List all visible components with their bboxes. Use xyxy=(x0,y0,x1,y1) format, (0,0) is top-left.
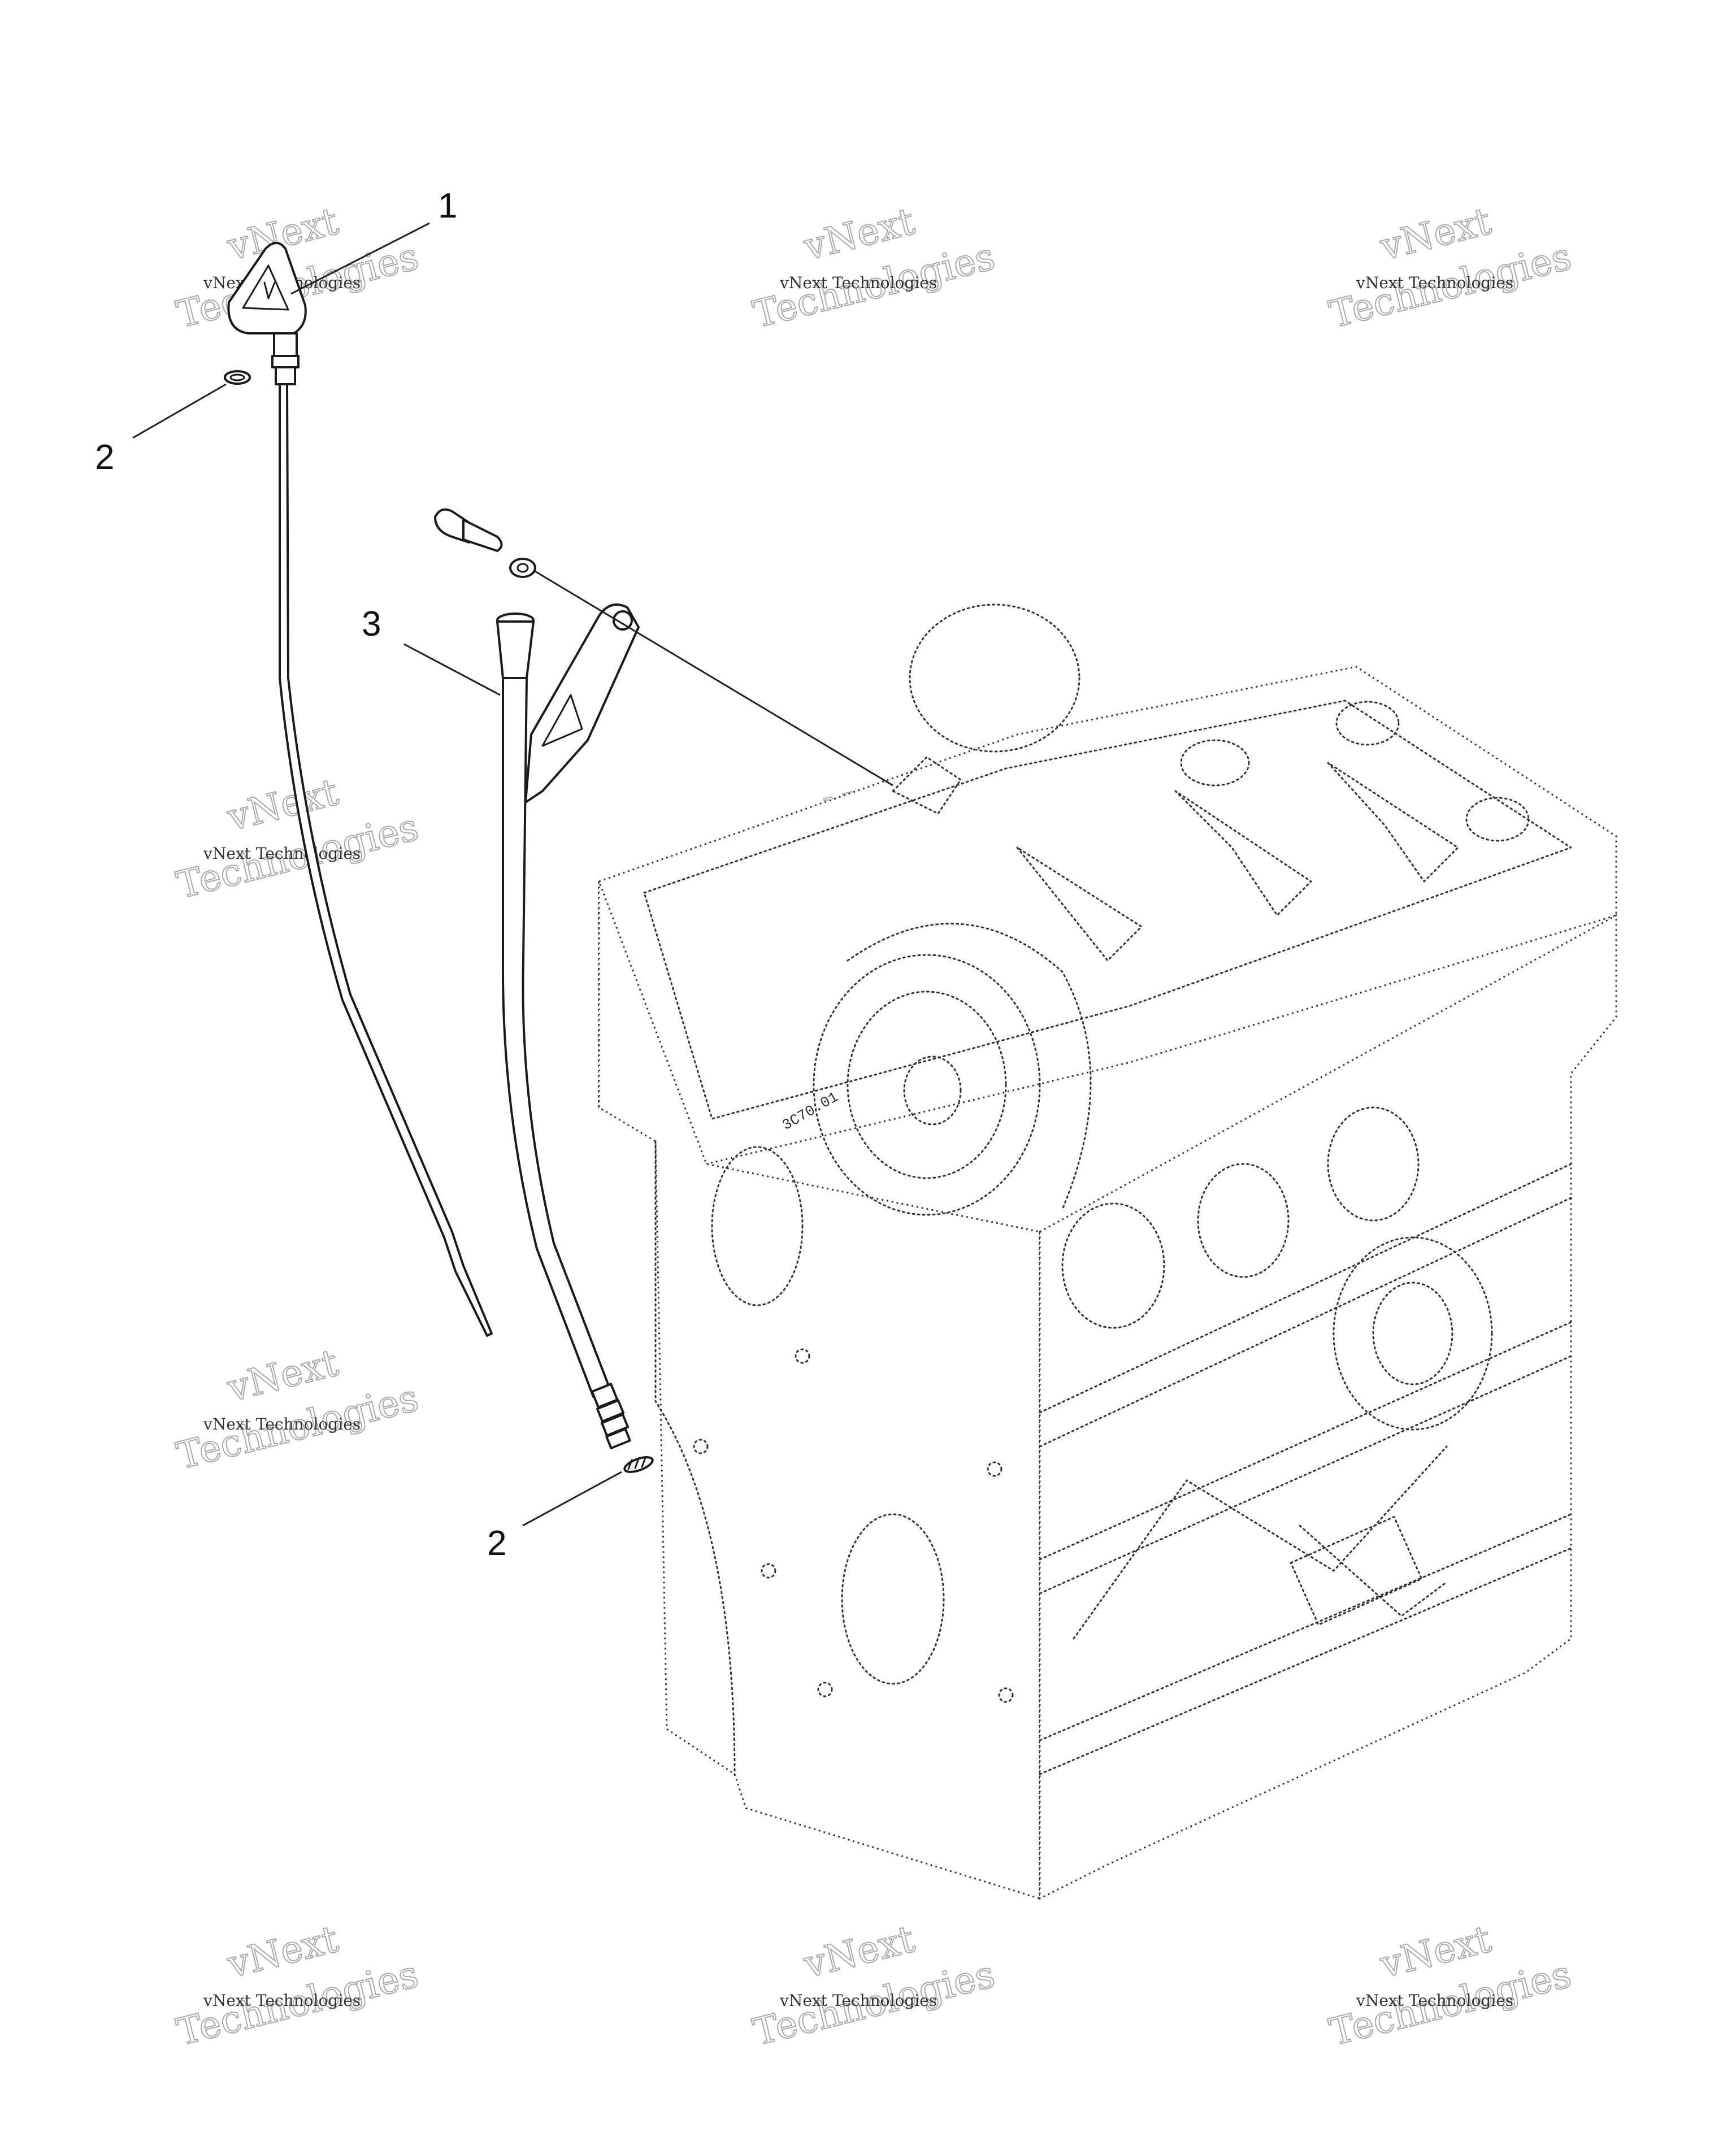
engine-rail xyxy=(1039,1513,1572,1741)
callout-2-top-label: 2 xyxy=(95,438,114,477)
engine-top-port xyxy=(1465,797,1530,842)
engine-mount-tab xyxy=(892,756,962,815)
engine-front-edge xyxy=(654,1140,736,1775)
part-2-o-ring-bottom[interactable] xyxy=(623,1454,654,1475)
dipstick-tube-end xyxy=(596,1399,625,1423)
engine-bolt-hole xyxy=(795,1348,810,1364)
engine-rail xyxy=(1039,1355,1572,1595)
callout-2-bottom: 2 xyxy=(487,1471,622,1563)
engine-front-bore xyxy=(711,1146,804,1306)
engine-top-boss xyxy=(909,603,1080,753)
engine-bolt-hole xyxy=(693,1439,709,1454)
engine-belt-guard xyxy=(847,923,1092,1210)
engine-side-bore xyxy=(1061,1202,1165,1329)
engine-bolt-hole xyxy=(761,1563,776,1579)
engine-front-pulley-hub xyxy=(903,1055,962,1126)
engine-side-bore xyxy=(1327,1106,1420,1222)
watermark-label: vNext Technologies xyxy=(779,273,937,292)
engine-rail xyxy=(1039,1197,1572,1448)
engine-top-rib xyxy=(1016,846,1143,962)
engine-front-pulley xyxy=(813,954,1041,1216)
watermark: vNext Technologies vNext Technologies xyxy=(1325,199,1576,337)
callout-1: 1 xyxy=(290,186,457,295)
engine-top-rim xyxy=(643,700,1572,1120)
dipstick-rod xyxy=(279,383,493,1337)
part-2-o-ring-top[interactable] xyxy=(224,370,251,385)
engine-bolt-hole xyxy=(987,1461,1002,1477)
callout-1-label: 1 xyxy=(438,186,457,225)
dipstick-collar xyxy=(271,355,300,368)
callout-2-bottom-leader xyxy=(522,1471,622,1527)
callout-2-top-leader xyxy=(132,383,227,439)
engine-strut xyxy=(1073,1445,1448,1640)
engine-front-bore xyxy=(841,1513,945,1685)
dipstick-handle-inner xyxy=(242,264,289,311)
callout-3-label: 3 xyxy=(362,605,381,644)
engine-side-window xyxy=(1290,1516,1423,1626)
engine-front-face xyxy=(598,881,1041,1900)
watermark: vNext Technologies vNext Technologies xyxy=(748,1917,999,2055)
dipstick-tube-body xyxy=(501,677,611,1398)
washer[interactable] xyxy=(509,558,536,578)
o-ring-inner xyxy=(229,373,245,381)
engine-top-rib xyxy=(1327,762,1459,883)
watermark-label: vNext Technologies xyxy=(1356,1991,1513,2010)
dipstick-tube-neck xyxy=(496,620,535,679)
dipstick-tube-bracket-edge xyxy=(541,694,583,747)
engine-side-bore-large-inner xyxy=(1372,1281,1453,1385)
o-ring[interactable] xyxy=(623,1454,654,1475)
part-3-dipstick-tube[interactable] xyxy=(496,603,640,1449)
watermark: vNext Technologies vNext Technologies xyxy=(1325,1917,1576,2055)
dipstick-handle[interactable] xyxy=(227,242,307,335)
callout-3-leader xyxy=(403,643,501,696)
watermark-label: vNext Technologies xyxy=(203,844,361,863)
bolt-shank xyxy=(462,519,503,552)
engine-rail xyxy=(1039,1163,1572,1414)
dipstick-tube-end xyxy=(605,1428,631,1449)
watermark-label: vNext Technologies xyxy=(1356,273,1513,292)
dipstick-collar xyxy=(273,332,298,357)
engine-rail xyxy=(1039,1547,1572,1775)
callout-1-leader xyxy=(290,222,430,295)
bracket-washer[interactable] xyxy=(509,558,536,578)
engine-side-bore xyxy=(1197,1163,1290,1278)
engine-top-rib xyxy=(1174,790,1312,916)
engine-top-port xyxy=(1180,739,1250,787)
washer-hole xyxy=(517,563,529,573)
part-1-dipstick[interactable] xyxy=(227,242,493,1337)
watermark-label: vNext Technologies xyxy=(203,1415,361,1433)
engine-bolt-hole xyxy=(817,1682,833,1697)
engine-side-face xyxy=(1039,914,1617,1900)
engine-block: 3C70.01 xyxy=(598,603,1617,1900)
o-ring[interactable] xyxy=(224,370,251,385)
callout-3: 3 xyxy=(362,605,501,696)
watermark: vNext Technologies vNext Technologies xyxy=(172,1340,423,1479)
dipstick-tube-bracket xyxy=(524,603,640,803)
bracket-bolt[interactable] xyxy=(434,508,503,552)
engine-bolt-hole xyxy=(998,1687,1014,1703)
watermark: vNext Technologies vNext Technologies xyxy=(748,199,999,337)
watermark: vNext Technologies vNext Technologies xyxy=(172,1917,423,2055)
watermark-label: vNext Technologies xyxy=(779,1991,937,2010)
dipstick-handle-mark xyxy=(263,281,276,299)
o-ring-ribs xyxy=(627,1457,646,1470)
dipstick-tube-bracket-hole xyxy=(613,610,633,631)
dipstick-collar xyxy=(275,366,296,385)
engine-rail xyxy=(1039,1321,1572,1561)
engine-front-pulley-inner xyxy=(847,991,1007,1179)
callout-2-bottom-label: 2 xyxy=(487,1524,506,1563)
callout-2-top: 2 xyxy=(95,383,227,477)
explode-line xyxy=(533,570,893,787)
engine-top-port xyxy=(1335,701,1400,746)
watermark-label: vNext Technologies xyxy=(203,1991,361,2010)
engine-strut xyxy=(1299,1524,1448,1617)
